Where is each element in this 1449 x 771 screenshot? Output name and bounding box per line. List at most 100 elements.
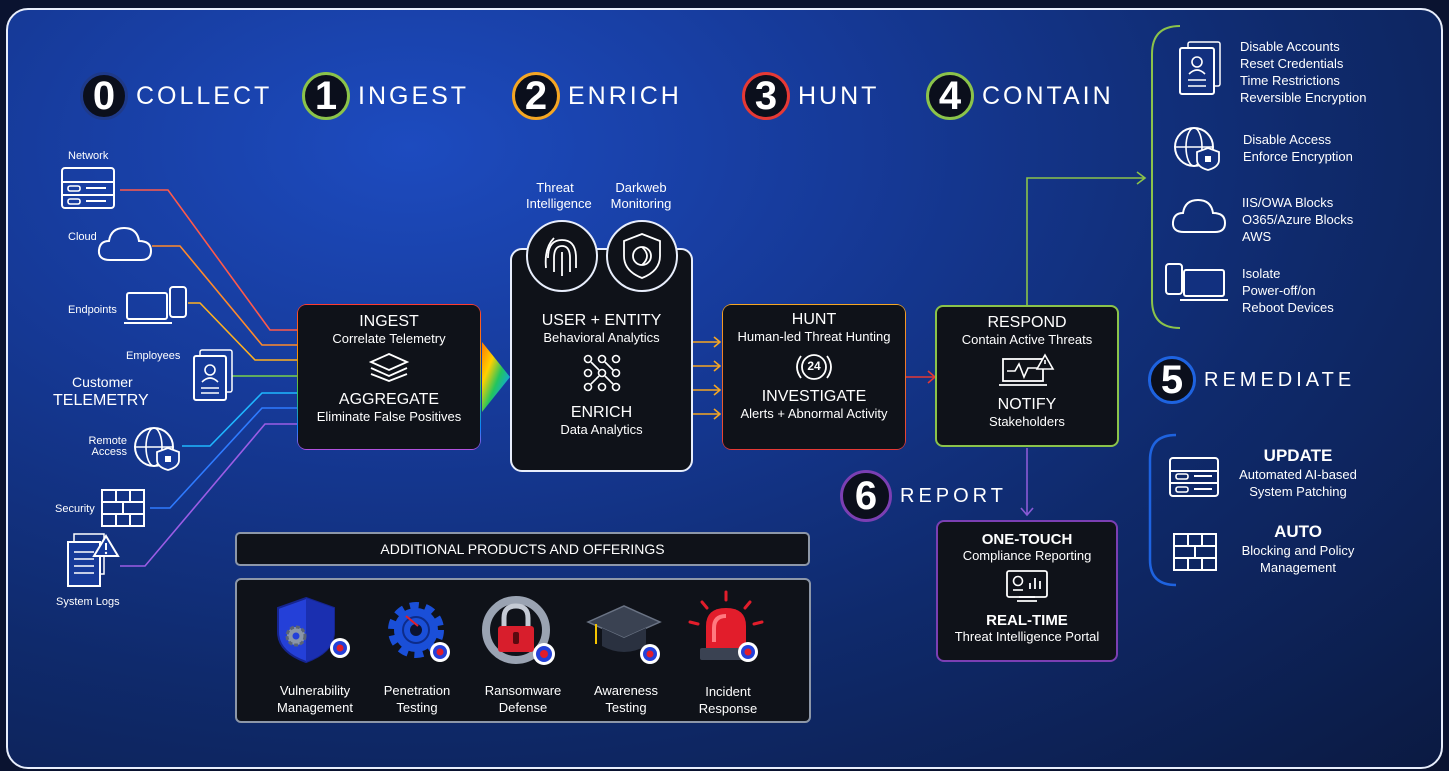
- contain-line: AWS: [1242, 229, 1272, 244]
- penetration-gear-icon: [388, 602, 450, 662]
- phase-badge: 1: [302, 72, 350, 120]
- auto-block: AUTO Blocking and Policy Management: [1228, 522, 1368, 576]
- update-title: UPDATE: [1263, 446, 1333, 465]
- phase-label: ENRICH: [568, 81, 682, 110]
- update-line1: Automated AI-based: [1239, 467, 1357, 482]
- id-card-icon: [1179, 41, 1221, 95]
- source-remote-label: Remote Access: [87, 436, 127, 458]
- product-awareness-label: Awareness Testing: [576, 682, 676, 716]
- phase-ingest: 1 INGEST: [302, 72, 469, 120]
- vulnerability-shield-icon: [277, 596, 350, 664]
- contain-line: Power-off/on: [1242, 283, 1316, 298]
- contain-line: Isolate: [1242, 266, 1281, 281]
- one-touch-subtitle: Compliance Reporting: [962, 548, 1092, 563]
- respond-title: RESPOND: [987, 314, 1067, 331]
- ingest-title: INGEST: [359, 313, 419, 330]
- report-box: ONE-TOUCH Compliance Reporting REAL-TIME…: [936, 520, 1118, 662]
- server-icon: [61, 167, 115, 209]
- product-line1: Vulnerability: [279, 683, 351, 698]
- contain-line: O365/Azure Blocks: [1242, 212, 1354, 227]
- phase-contain: 4 CONTAIN: [926, 72, 1114, 120]
- product-ransomware-label: Ransomware Defense: [473, 682, 573, 716]
- clock-24-text: 24: [807, 359, 821, 373]
- phase-report: 6 REPORT: [840, 470, 1007, 522]
- aggregate-title: AGGREGATE: [338, 391, 440, 408]
- source-customer-label: Customer: [72, 374, 133, 390]
- contain-line: Time Restrictions: [1240, 73, 1340, 88]
- contain-action-devices: Isolate Power-off/on Reboot Devices: [1242, 265, 1334, 316]
- darkweb-line1: Darkweb: [615, 180, 667, 195]
- globe-lock-icon: [134, 427, 180, 471]
- log-documents-icon: [67, 533, 120, 587]
- respond-subtitle: Contain Active Threats: [961, 332, 1093, 347]
- server-icon: [1169, 457, 1219, 497]
- product-penetration-label: Penetration Testing: [367, 682, 467, 716]
- firewall-icon: [1173, 533, 1217, 571]
- real-time-subtitle: Threat Intelligence Portal: [954, 629, 1100, 644]
- source-system-logs-label: System Logs: [56, 596, 120, 608]
- contain-action-access: Disable Access Enforce Encryption: [1243, 131, 1353, 165]
- fingerprint-icon: [544, 237, 577, 276]
- shield-icon: [623, 233, 661, 279]
- phase-label: COLLECT: [136, 81, 273, 110]
- devices-icon: [124, 286, 187, 324]
- monitor-alert-icon: [999, 353, 1055, 386]
- products-header: ADDITIONAL PRODUCTS AND OFFERINGS: [235, 532, 810, 566]
- enrich-subtitle: Data Analytics: [560, 422, 643, 437]
- source-security-label: Security: [55, 503, 95, 515]
- phase-label: REPORT: [900, 484, 1007, 507]
- notify-subtitle: Stakeholders: [989, 414, 1065, 429]
- phase-label: REMEDIATE: [1204, 368, 1356, 391]
- update-block: UPDATE Automated AI-based System Patchin…: [1228, 446, 1368, 500]
- source-telemetry-label: TELEMETRY: [53, 392, 149, 409]
- contain-line: Reboot Devices: [1242, 300, 1334, 315]
- product-incident-label: Incident Response: [678, 683, 778, 717]
- incident-siren-icon: [688, 590, 764, 662]
- phase-label: CONTAIN: [982, 81, 1114, 110]
- one-touch-title: ONE-TOUCH: [981, 531, 1073, 548]
- phase-remediate: 5 REMEDIATE: [1148, 356, 1355, 404]
- id-card-icon: [193, 349, 233, 401]
- source-network-label: Network: [68, 150, 109, 162]
- threat-intel-line2: Intelligence: [526, 196, 592, 211]
- phase-enrich: 2 ENRICH: [512, 72, 682, 120]
- product-line1: Incident: [705, 684, 751, 699]
- aggregate-subtitle: Eliminate False Positives: [316, 409, 462, 424]
- contain-action-accounts: Disable Accounts Reset Credentials Time …: [1240, 38, 1366, 106]
- awareness-cap-icon: [586, 605, 662, 664]
- darkweb-label: Darkweb Monitoring: [606, 180, 676, 212]
- layers-icon: [368, 353, 410, 382]
- phase-badge: 5: [1148, 356, 1196, 404]
- contain-line: Disable Access: [1243, 132, 1332, 147]
- phase-label: INGEST: [358, 81, 470, 110]
- hunt-subtitle: Human-led Threat Hunting: [737, 329, 891, 344]
- product-vulnerability-label: Vulnerability Management: [265, 682, 365, 716]
- user-entity-subtitle: Behavioral Analytics: [543, 330, 660, 345]
- auto-line1: Blocking and Policy: [1241, 543, 1355, 558]
- product-line1: Ransomware: [484, 683, 562, 698]
- source-endpoints-label: Endpoints: [68, 304, 117, 316]
- enrich-title: ENRICH: [570, 404, 633, 421]
- hunt-title: HUNT: [791, 311, 837, 328]
- ingest-box: INGEST Correlate Telemetry AGGREGATE Eli…: [298, 305, 480, 449]
- contain-line: IIS/OWA Blocks: [1242, 195, 1334, 210]
- dashboard-icon: [1006, 570, 1048, 602]
- source-remote-line2: Access: [91, 446, 127, 458]
- product-line1: Awareness: [593, 683, 659, 698]
- user-entity-title: USER + ENTITY: [541, 312, 662, 329]
- enrich-box: USER + ENTITY Behavioral Analytics ENRIC…: [510, 248, 693, 472]
- phase-hunt: 3 HUNT: [742, 72, 879, 120]
- investigate-subtitle: Alerts + Abnormal Activity: [740, 406, 888, 421]
- threat-intel-label: Threat Intelligence: [526, 180, 592, 212]
- phase-badge: 6: [840, 470, 892, 522]
- phase-badge: 3: [742, 72, 790, 120]
- globe-lock-icon: [1174, 127, 1220, 171]
- product-line2: Response: [698, 701, 758, 716]
- auto-line2: Management: [1260, 560, 1336, 575]
- update-line2: System Patching: [1249, 484, 1347, 499]
- contain-line: Reversible Encryption: [1240, 90, 1367, 105]
- cloud-icon: [1171, 198, 1227, 233]
- devices-icon: [1165, 263, 1228, 301]
- cloud-icon: [97, 226, 153, 261]
- contain-action-cloud: IIS/OWA Blocks O365/Azure Blocks AWS: [1242, 194, 1353, 245]
